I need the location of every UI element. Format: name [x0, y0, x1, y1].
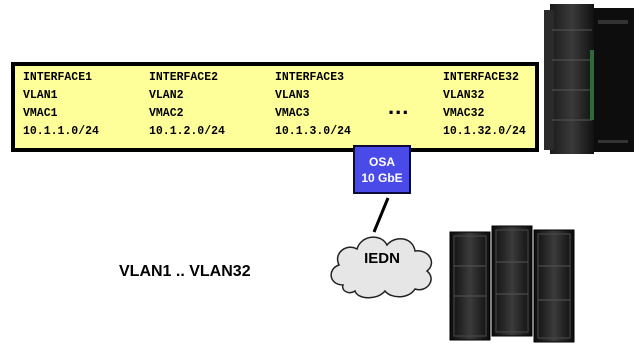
- interface-name: INTERFACE1: [23, 71, 93, 84]
- ellipsis: ...: [388, 94, 410, 119]
- iedn-label: IEDN: [364, 250, 400, 267]
- interface-vlan: VLAN3: [275, 89, 310, 102]
- interface-subnet: 10.1.32.0/24: [443, 125, 526, 138]
- interface-column-1: INTERFACE1 VLAN1 VMAC1 10.1.1.0/24: [23, 69, 99, 141]
- interface-vmac: VMAC32: [443, 107, 485, 120]
- interface-vlan: VLAN2: [149, 89, 184, 102]
- interface-name: INTERFACE2: [149, 71, 219, 84]
- interface-subnet: 10.1.2.0/24: [149, 125, 225, 138]
- interface-vlan: VLAN32: [443, 89, 485, 102]
- blade-rack-icon: [449, 225, 575, 343]
- interface-name: INTERFACE3: [275, 71, 345, 84]
- interface-column-32: INTERFACE32 VLAN32 VMAC32 10.1.32.0/24: [443, 69, 526, 141]
- interface-table: INTERFACE1 VLAN1 VMAC1 10.1.1.0/24 INTER…: [11, 62, 539, 152]
- osa-speed: 10 GbE: [361, 170, 403, 185]
- mainframe-icon: [544, 4, 634, 154]
- interface-vlan: VLAN1: [23, 89, 58, 102]
- interface-subnet: 10.1.1.0/24: [23, 125, 99, 138]
- vlan-range-label: VLAN1 .. VLAN32: [119, 263, 251, 280]
- osa-label: OSA: [368, 154, 395, 169]
- interface-subnet: 10.1.3.0/24: [275, 125, 351, 138]
- interface-vmac: VMAC3: [275, 107, 310, 120]
- interface-column-3: INTERFACE3 VLAN3 VMAC3 10.1.3.0/24: [275, 69, 351, 141]
- interface-column-2: INTERFACE2 VLAN2 VMAC2 10.1.2.0/24: [149, 69, 225, 141]
- cloud-icon: [330, 236, 433, 299]
- interface-vmac: VMAC1: [23, 107, 58, 120]
- interface-vmac: VMAC2: [149, 107, 184, 120]
- osa-adapter: OSA 10 GbE: [353, 145, 411, 194]
- interface-name: INTERFACE32: [443, 71, 519, 84]
